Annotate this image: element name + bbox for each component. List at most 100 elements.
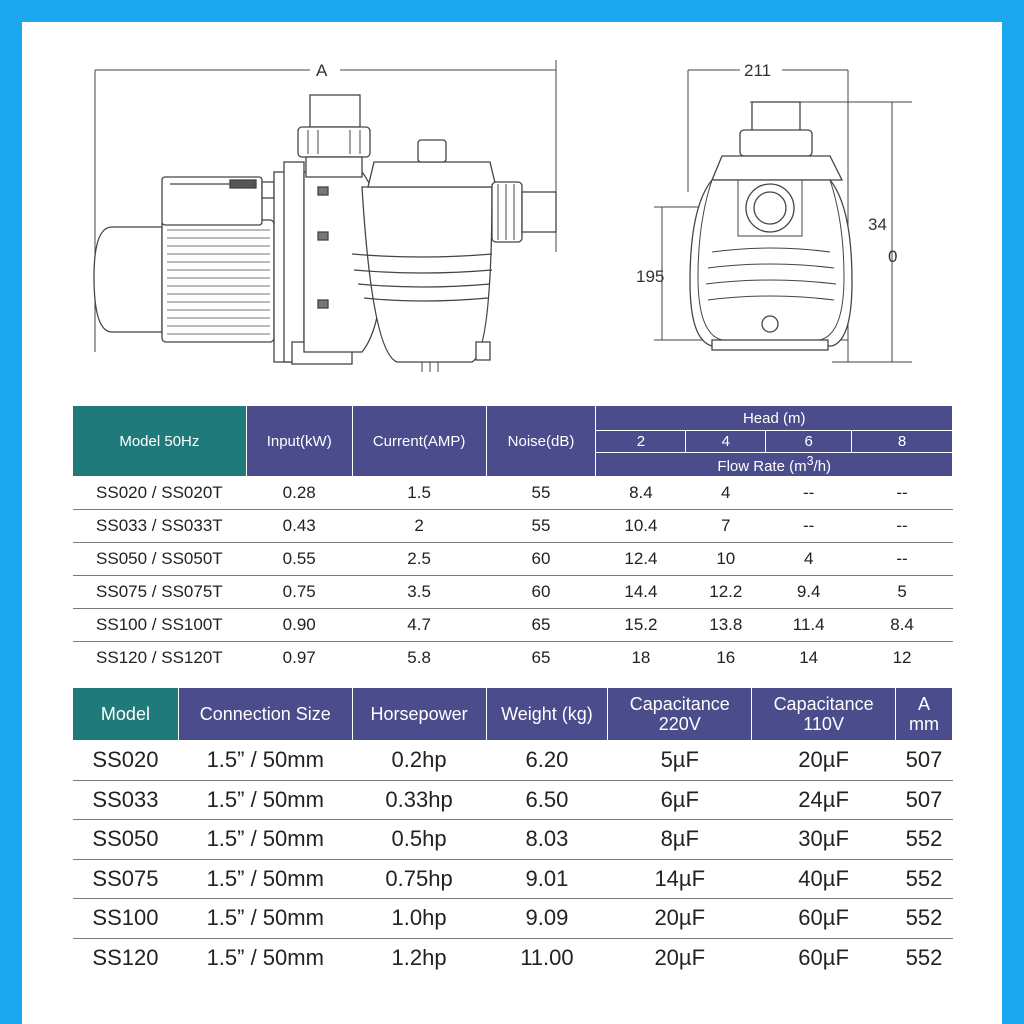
table-row: SS050 1.5” / 50mm 0.5hp 8.03 8µF 30µF 55… <box>72 819 953 860</box>
weight-cell: 9.09 <box>486 898 608 939</box>
horsepower-cell: 0.33hp <box>352 780 487 820</box>
header-head-4: 4 <box>685 430 767 453</box>
table-row: SS120 / SS120T 0.97 5.8 65 18 16 14 12 <box>73 642 953 675</box>
flow-cell: -- <box>765 509 852 543</box>
flow-cell: 10.4 <box>595 509 686 543</box>
flow-cell: 11.4 <box>765 608 852 642</box>
flow-cell: 18 <box>631 648 651 667</box>
table-row: SS100 / SS100T 0.90 4.7 65 15.2 13.8 11.… <box>72 608 953 642</box>
flow-cell: 12 <box>892 648 912 667</box>
cap110-cell: 20µF <box>751 740 896 781</box>
cap220-cell: 14µF <box>607 859 752 899</box>
current-cell: 2 <box>352 509 487 543</box>
header-model-50hz: Model 50Hz <box>72 405 247 477</box>
a-cell: 507 <box>895 780 953 820</box>
table-row: SS100 1.5” / 50mm 1.0hp 9.09 20µF 60µF 5… <box>72 898 953 939</box>
connection-cell: 1.5” / 50mm <box>206 944 324 970</box>
specification-table: Model Connection Size Horsepower Weight … <box>72 687 953 977</box>
header-connection-size: Connection Size <box>177 687 353 741</box>
model-cell: SS050 <box>72 819 179 860</box>
model-cell: SS100 / SS100T <box>72 608 247 642</box>
flow-cell: 8.4 <box>595 476 686 510</box>
flow-cell: 5 <box>851 575 953 609</box>
weight-cell: 9.01 <box>486 859 608 899</box>
noise-cell: 65 <box>531 648 551 667</box>
horsepower-cell: 0.75hp <box>352 859 487 899</box>
header-current: Current(AMP) <box>351 405 487 477</box>
horsepower-cell: 0.2hp <box>352 740 487 781</box>
noise-cell: 65 <box>486 608 596 642</box>
flow-cell: 8.4 <box>851 608 953 642</box>
flow-cell: 4 <box>765 542 852 576</box>
flow-rate-suffix: /h) <box>813 458 832 475</box>
cap220-cell: 20µF <box>654 944 706 970</box>
a-cell: 552 <box>895 898 953 939</box>
flow-cell: 10 <box>685 542 766 576</box>
flow-cell: 4 <box>685 476 766 510</box>
table-row: SS050 / SS050T 0.55 2.5 60 12.4 10 4 -- <box>72 542 953 576</box>
header-weight: Weight (kg) <box>485 687 609 741</box>
a-cell: 507 <box>895 740 953 781</box>
noise-cell: 55 <box>486 509 596 543</box>
connection-cell: 1.5” / 50mm <box>178 859 353 899</box>
flow-cell: 15.2 <box>595 608 686 642</box>
cap110-line1: Capacitance <box>773 694 874 714</box>
table-row: SS020 1.5” / 50mm 0.2hp 6.20 5µF 20µF 50… <box>72 740 953 781</box>
model-cell: SS075 <box>72 859 179 899</box>
header-horsepower: Horsepower <box>351 687 487 741</box>
dim-195-label: 195 <box>636 267 664 286</box>
horsepower-cell: 1.2hp <box>391 944 447 970</box>
cap220-cell: 5µF <box>607 740 752 781</box>
cap220-cell: 8µF <box>607 819 752 860</box>
performance-table: Model 50Hz Input(kW) Current(AMP) Noise(… <box>72 405 953 674</box>
weight-cell: 6.50 <box>486 780 608 820</box>
a-cell: 552 <box>905 944 943 970</box>
flow-cell: 7 <box>685 509 766 543</box>
header-head-8: 8 <box>851 430 953 453</box>
noise-cell: 60 <box>486 575 596 609</box>
table-row: SS020 / SS020T 0.28 1.5 55 8.4 4 -- -- <box>72 476 953 510</box>
flow-cell: -- <box>851 509 953 543</box>
connection-cell: 1.5” / 50mm <box>178 898 353 939</box>
weight-cell: 8.03 <box>486 819 608 860</box>
model-cell: SS033 <box>72 780 179 820</box>
model-cell: SS120 <box>92 944 159 970</box>
dim-a-label: A <box>316 61 328 80</box>
cap110-line2: 110V <box>803 714 844 734</box>
flow-cell: -- <box>765 476 852 510</box>
header-model: Model <box>72 687 179 741</box>
horsepower-cell: 1.0hp <box>352 898 487 939</box>
cap110-cell: 30µF <box>751 819 896 860</box>
input-cell: 0.97 <box>282 648 316 667</box>
model-cell: SS033 / SS033T <box>72 509 247 543</box>
input-cell: 0.90 <box>246 608 353 642</box>
flow-cell: 12.4 <box>595 542 686 576</box>
flow-cell: 14 <box>799 648 819 667</box>
cap110-cell: 24µF <box>751 780 896 820</box>
a-line1: A <box>918 694 931 714</box>
flow-cell: -- <box>851 542 953 576</box>
noise-cell: 55 <box>486 476 596 510</box>
current-cell: 1.5 <box>352 476 487 510</box>
model-cell: SS050 / SS050T <box>72 542 247 576</box>
cap220-cell: 6µF <box>607 780 752 820</box>
input-cell: 0.43 <box>246 509 353 543</box>
a-cell: 552 <box>895 859 953 899</box>
table-row: SS033 / SS033T 0.43 2 55 10.4 7 -- -- <box>72 509 953 543</box>
flow-cell: 13.8 <box>685 608 766 642</box>
connection-cell: 1.5” / 50mm <box>178 819 353 860</box>
cap110-cell: 40µF <box>751 859 896 899</box>
cap110-cell: 60µF <box>798 944 849 970</box>
header-noise: Noise(dB) <box>485 405 597 477</box>
current-cell: 2.5 <box>352 542 487 576</box>
connection-cell: 1.5” / 50mm <box>178 740 353 781</box>
current-cell: 4.7 <box>352 608 487 642</box>
pump-drawings: A 211 195 34 0 <box>93 60 912 372</box>
weight-cell: 6.20 <box>486 740 608 781</box>
flow-cell: 16 <box>716 648 736 667</box>
header-head: Head (m) <box>595 405 953 431</box>
table-row: SS075 / SS075T 0.75 3.5 60 14.4 12.2 9.4… <box>72 575 953 609</box>
model-cell: SS120 / SS120T <box>96 648 223 667</box>
